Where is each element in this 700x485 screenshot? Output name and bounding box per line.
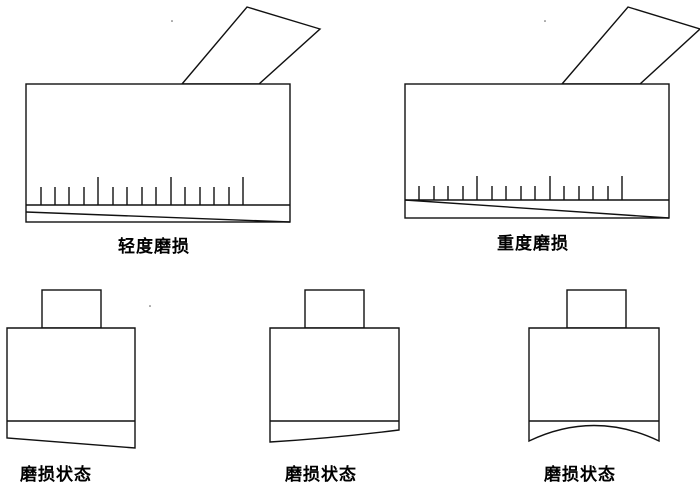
heavy-wear-blade bbox=[560, 6, 700, 85]
wear-block-wavy bbox=[528, 289, 660, 443]
heavy-wear-scale bbox=[418, 176, 623, 200]
wavy-block-stem bbox=[566, 289, 627, 329]
wavy-block-body bbox=[528, 327, 660, 443]
light-wear-body bbox=[25, 83, 291, 223]
light-wear-scale bbox=[40, 177, 244, 205]
speck bbox=[171, 20, 173, 22]
caption-wear-state-slanted: 磨损状态 bbox=[20, 465, 92, 485]
heavy-wear-gauge bbox=[404, 6, 700, 219]
heavy-wear-wear-edge bbox=[404, 199, 670, 219]
light-wear-wear-edge bbox=[25, 211, 291, 223]
heavy-wear-body bbox=[404, 83, 670, 219]
concave-block-stem bbox=[304, 289, 365, 329]
caption-wear-state-concave: 磨损状态 bbox=[285, 465, 357, 485]
caption-light-wear: 轻度磨损 bbox=[118, 237, 190, 257]
wear-block-concave bbox=[269, 289, 400, 443]
slanted-block-body bbox=[6, 327, 136, 449]
speck bbox=[544, 20, 546, 22]
slanted-block-stem bbox=[41, 289, 102, 329]
light-wear-blade bbox=[180, 6, 322, 85]
caption-heavy-wear: 重度磨损 bbox=[497, 234, 569, 254]
concave-block-body bbox=[269, 327, 400, 443]
caption-wear-state-wavy: 磨损状态 bbox=[544, 465, 616, 485]
speck bbox=[149, 305, 151, 307]
light-wear-gauge bbox=[25, 6, 322, 223]
wear-block-slanted bbox=[6, 289, 136, 449]
